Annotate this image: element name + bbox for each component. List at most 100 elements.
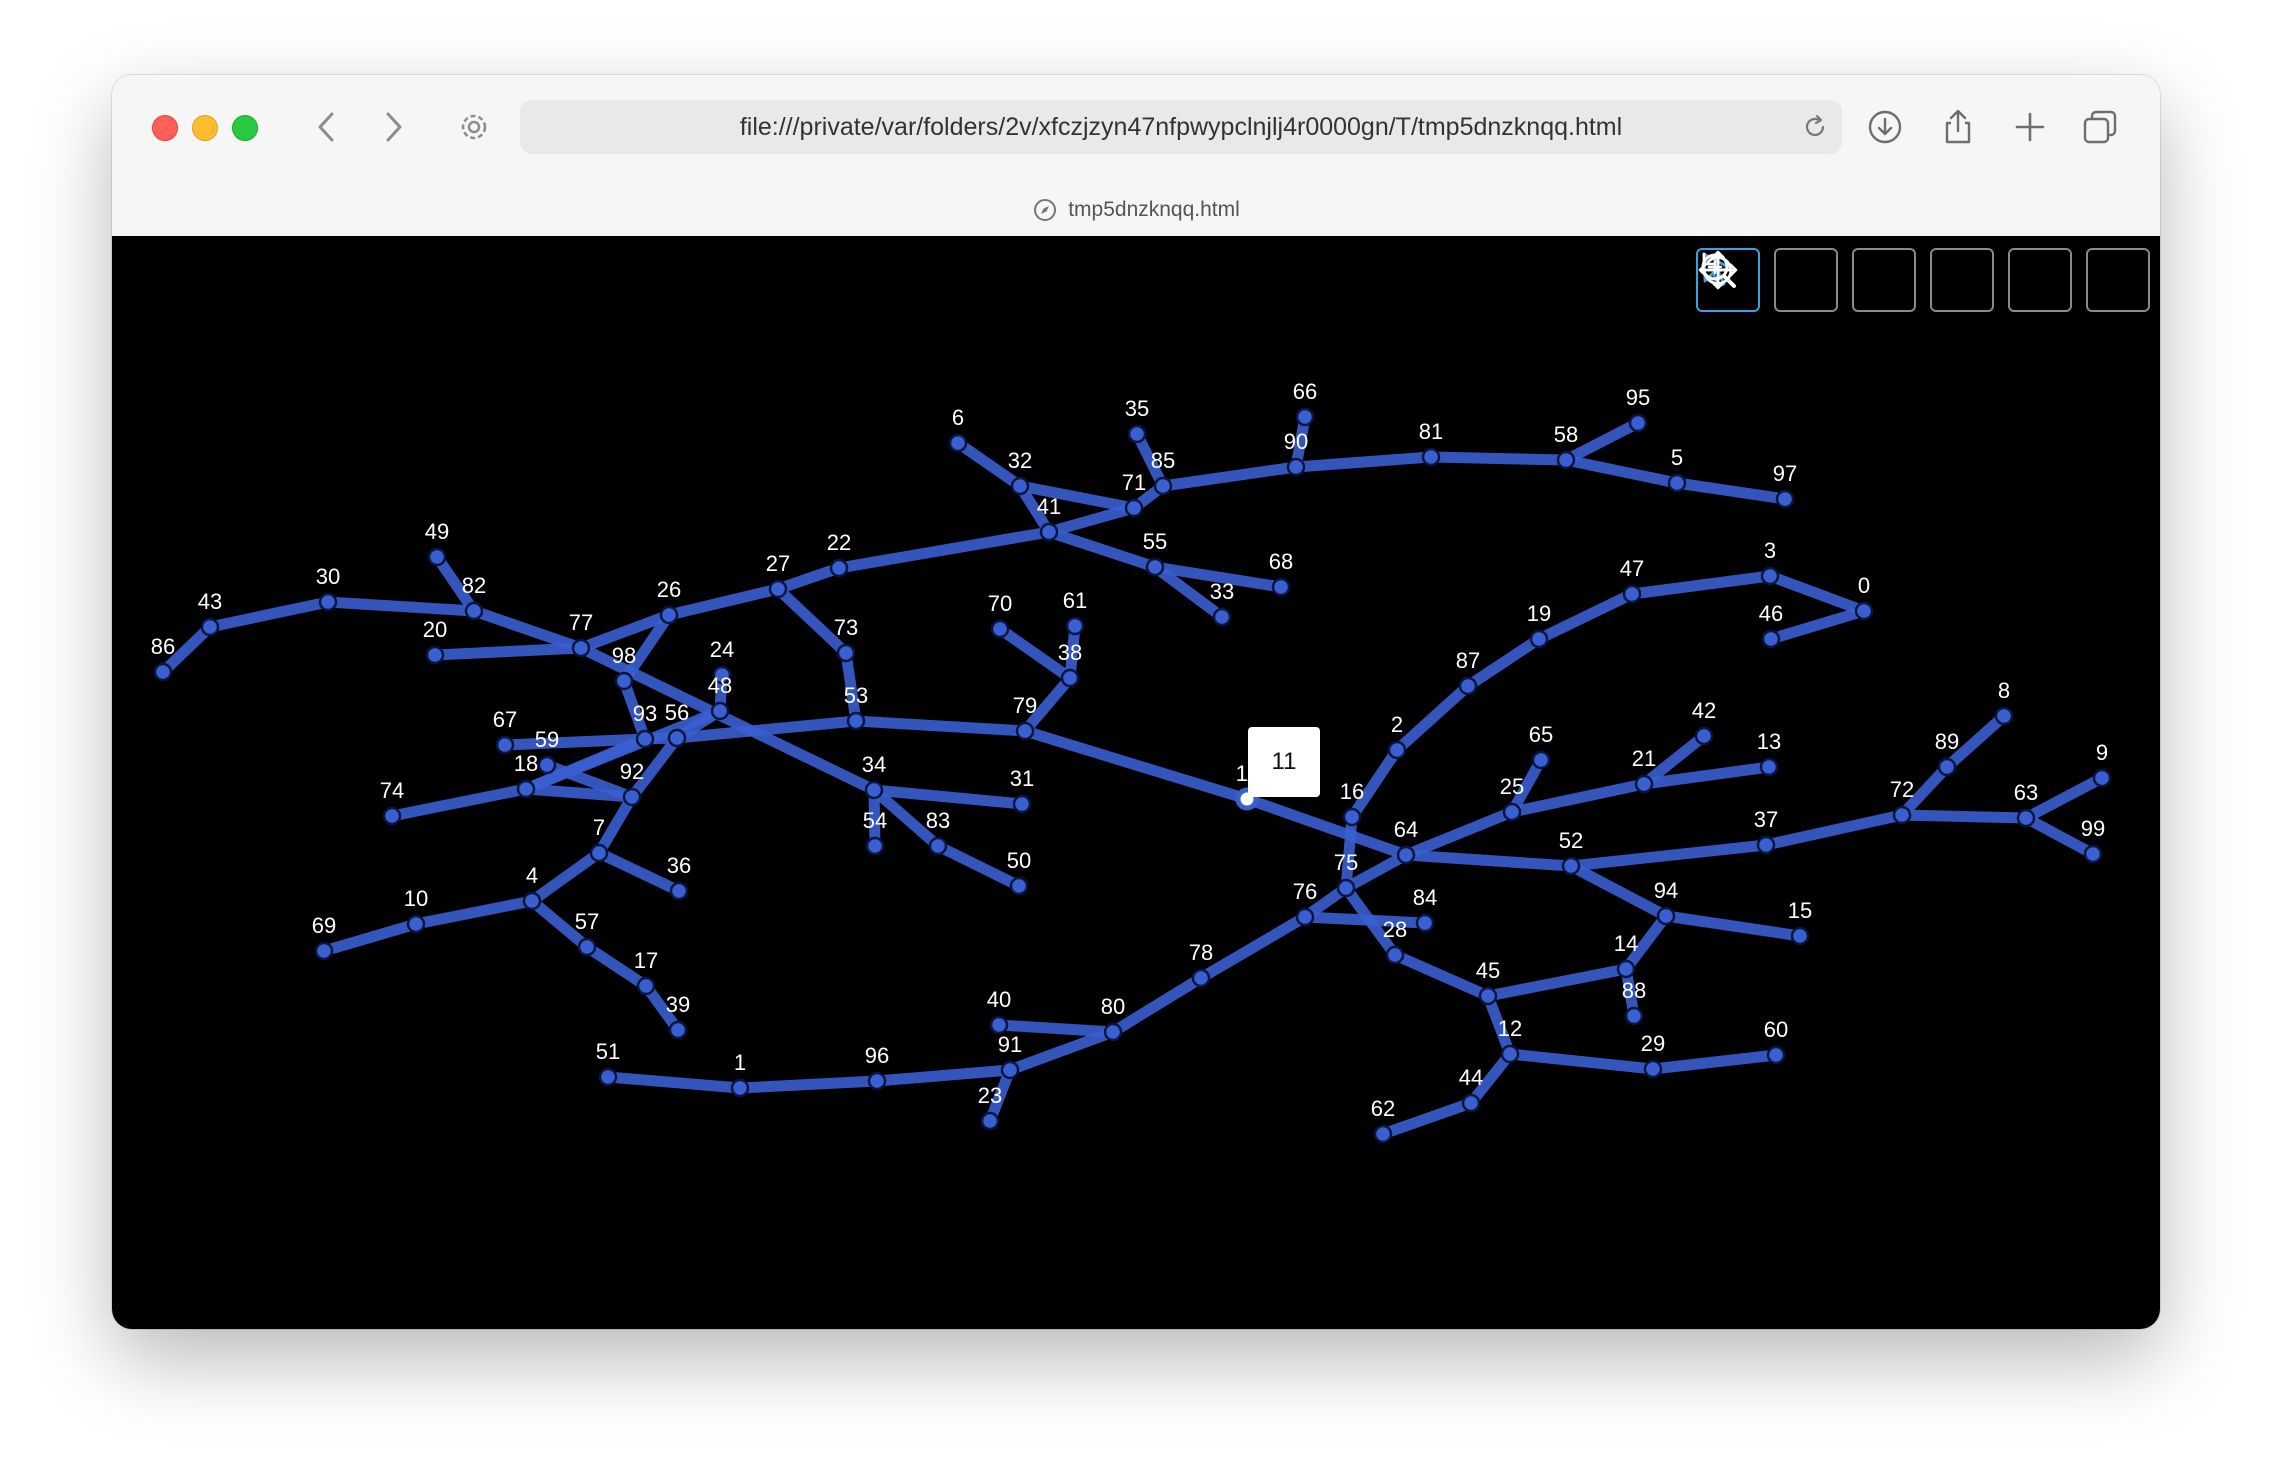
graph-node-28[interactable]	[1385, 945, 1405, 965]
graph-node-32[interactable]	[1010, 476, 1030, 496]
graph-node-34[interactable]	[864, 780, 884, 800]
graph-node-15[interactable]	[1790, 926, 1810, 946]
graph-node-40[interactable]	[989, 1015, 1009, 1035]
graph-node-96[interactable]	[867, 1071, 887, 1091]
graph-node-61[interactable]	[1065, 616, 1085, 636]
graph-node-63[interactable]	[2016, 808, 2036, 828]
graph-node-43[interactable]	[200, 617, 220, 637]
graph-node-56[interactable]	[667, 728, 687, 748]
graph-node-0[interactable]	[1854, 601, 1874, 621]
graph-node-12[interactable]	[1500, 1044, 1520, 1064]
graph-node-1[interactable]	[730, 1078, 750, 1098]
graph-node-20[interactable]	[425, 645, 445, 665]
graph-node-93[interactable]	[635, 729, 655, 749]
graph-node-51[interactable]	[598, 1067, 618, 1087]
graph-node-24[interactable]	[712, 665, 732, 685]
graph-node-80[interactable]	[1103, 1022, 1123, 1042]
close-window-button[interactable]	[152, 115, 178, 141]
graph-node-23[interactable]	[980, 1111, 1000, 1131]
address-bar[interactable]: file:///private/var/folders/2v/xfczjzyn4…	[520, 100, 1842, 154]
share-button[interactable]	[1930, 99, 1986, 155]
graph-node-21[interactable]	[1634, 774, 1654, 794]
graph-node-76[interactable]	[1295, 907, 1315, 927]
graph-node-86[interactable]	[153, 662, 173, 682]
graph-node-97[interactable]	[1775, 489, 1795, 509]
graph-node-31[interactable]	[1012, 794, 1032, 814]
tab-title[interactable]: tmp5dnzknqq.html	[112, 193, 2160, 227]
graph-node-7[interactable]	[589, 843, 609, 863]
graph-node-17[interactable]	[636, 976, 656, 996]
graph-node-55[interactable]	[1145, 557, 1165, 577]
graph-node-46[interactable]	[1761, 629, 1781, 649]
graph-node-30[interactable]	[318, 592, 338, 612]
graph-node-9[interactable]	[2092, 768, 2112, 788]
graph-node-59[interactable]	[537, 755, 557, 775]
graph-node-89[interactable]	[1937, 757, 1957, 777]
graph-node-79[interactable]	[1015, 721, 1035, 741]
back-button[interactable]	[302, 103, 350, 151]
graph-node-99[interactable]	[2083, 844, 2103, 864]
new-tab-button[interactable]	[2002, 99, 2058, 155]
graph-node-95[interactable]	[1628, 413, 1648, 433]
graph-node-49[interactable]	[427, 547, 447, 567]
network-graph[interactable]: 0123456789101112131415161718192021222324…	[112, 236, 2160, 1329]
graph-node-54[interactable]	[865, 836, 885, 856]
graph-node-66[interactable]	[1295, 407, 1315, 427]
reset-tool-button[interactable]	[1702, 248, 1994, 312]
graph-node-14[interactable]	[1616, 959, 1636, 979]
graph-node-33[interactable]	[1212, 607, 1232, 627]
graph-node-91[interactable]	[1000, 1060, 1020, 1080]
graph-node-22[interactable]	[829, 558, 849, 578]
graph-node-85[interactable]	[1153, 476, 1173, 496]
graph-node-62[interactable]	[1373, 1124, 1393, 1144]
tab-overview-button[interactable]	[2072, 99, 2128, 155]
graph-node-58[interactable]	[1556, 450, 1576, 470]
graph-node-81[interactable]	[1421, 447, 1441, 467]
graph-node-35[interactable]	[1127, 424, 1147, 444]
graph-node-8[interactable]	[1994, 706, 2014, 726]
graph-node-69[interactable]	[314, 941, 334, 961]
graph-node-16[interactable]	[1342, 807, 1362, 827]
graph-node-19[interactable]	[1529, 629, 1549, 649]
graph-node-57[interactable]	[577, 937, 597, 957]
graph-node-45[interactable]	[1478, 986, 1498, 1006]
graph-node-73[interactable]	[836, 643, 856, 663]
graph-node-47[interactable]	[1622, 584, 1642, 604]
graph-node-50[interactable]	[1009, 876, 1029, 896]
graph-node-92[interactable]	[622, 787, 642, 807]
reload-button[interactable]	[1796, 108, 1834, 146]
zoom-out-button[interactable]	[1700, 248, 2150, 312]
graph-node-77[interactable]	[571, 638, 591, 658]
downloads-button[interactable]	[1857, 99, 1913, 155]
graph-node-64[interactable]	[1396, 845, 1416, 865]
graph-node-90[interactable]	[1286, 457, 1306, 477]
graph-node-41[interactable]	[1039, 522, 1059, 542]
graph-node-83[interactable]	[928, 836, 948, 856]
settings-button[interactable]	[450, 103, 498, 151]
graph-node-52[interactable]	[1561, 856, 1581, 876]
graph-node-70[interactable]	[990, 619, 1010, 639]
graph-node-44[interactable]	[1461, 1093, 1481, 1113]
graph-node-72[interactable]	[1892, 805, 1912, 825]
graph-node-60[interactable]	[1766, 1045, 1786, 1065]
graph-node-27[interactable]	[768, 579, 788, 599]
graph-node-65[interactable]	[1531, 750, 1551, 770]
pan-tool-button[interactable]	[1698, 248, 1916, 312]
graph-node-48[interactable]	[710, 701, 730, 721]
graph-node-37[interactable]	[1756, 835, 1776, 855]
forward-button[interactable]	[370, 103, 418, 151]
graph-node-53[interactable]	[846, 711, 866, 731]
zoom-in-button[interactable]	[1700, 248, 2072, 312]
graph-node-78[interactable]	[1191, 968, 1211, 988]
graph-node-94[interactable]	[1656, 906, 1676, 926]
graph-node-18[interactable]	[516, 779, 536, 799]
graph-node-29[interactable]	[1643, 1059, 1663, 1079]
graph-node-4[interactable]	[522, 891, 542, 911]
graph-node-2[interactable]	[1387, 740, 1407, 760]
graph-node-98[interactable]	[614, 671, 634, 691]
zoom-tool-button[interactable]	[1701, 248, 1838, 312]
graph-node-3[interactable]	[1760, 566, 1780, 586]
graph-node-84[interactable]	[1415, 913, 1435, 933]
graph-node-25[interactable]	[1502, 802, 1522, 822]
